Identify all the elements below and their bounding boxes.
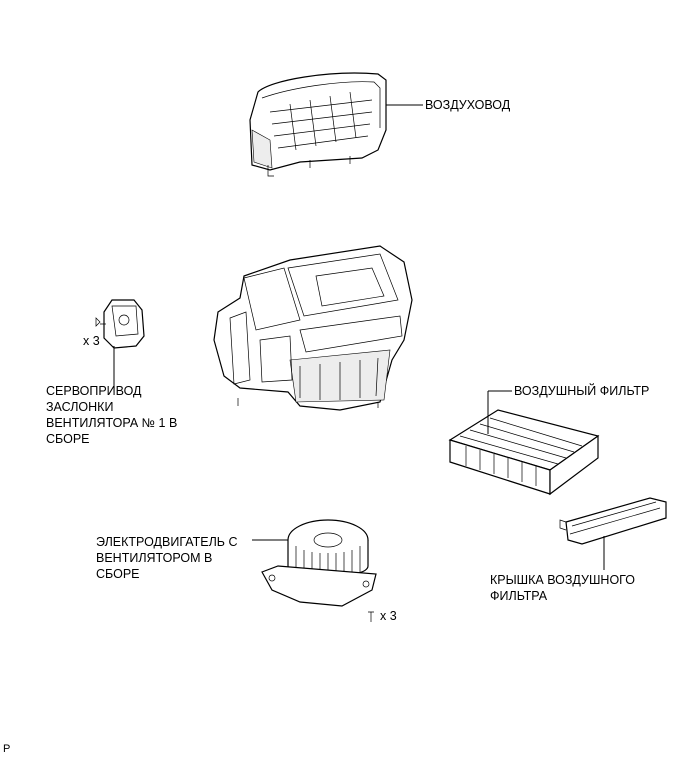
label-servo-line-2: ЗАСЛОНКИ — [46, 400, 114, 414]
label-cover: КРЫШКА ВОЗДУШНОГО ФИЛЬТРА — [490, 572, 635, 604]
motor-qty: x 3 — [380, 609, 397, 623]
filter-cover-drawing — [559, 497, 667, 570]
servo-drawing — [95, 299, 145, 392]
label-motor: ЭЛЕКТРОДВИГАТЕЛЬ С ВЕНТИЛЯТОРОМ В СБОРЕ — [96, 534, 238, 582]
label-duct: ВОЗДУХОВОД — [425, 98, 511, 112]
label-servo: СЕРВОПРИВОД ЗАСЛОНКИ ВЕНТИЛЯТОРА № 1 В С… — [46, 383, 177, 447]
label-cover-line-1: КРЫШКА ВОЗДУШНОГО — [490, 573, 635, 587]
label-filter: ВОЗДУШНЫЙ ФИЛЬТР — [514, 384, 650, 398]
air-duct-drawing — [249, 72, 423, 177]
label-motor-line-1: ЭЛЕКТРОДВИГАТЕЛЬ С — [96, 535, 238, 549]
corner-mark: P — [3, 743, 11, 755]
label-cover-line-2: ФИЛЬТРА — [490, 589, 548, 603]
air-filter-drawing — [448, 390, 600, 496]
label-servo-line-3: ВЕНТИЛЯТОРА № 1 В — [46, 416, 178, 430]
blower-motor-drawing — [252, 519, 377, 622]
label-motor-line-2: ВЕНТИЛЯТОРОМ В — [96, 551, 213, 565]
label-motor-line-3: СБОРЕ — [96, 567, 140, 581]
label-servo-line-4: СБОРЕ — [46, 432, 90, 446]
servo-qty: x 3 — [83, 334, 100, 348]
blower-unit-drawing — [213, 245, 413, 411]
label-servo-line-1: СЕРВОПРИВОД — [46, 384, 142, 398]
